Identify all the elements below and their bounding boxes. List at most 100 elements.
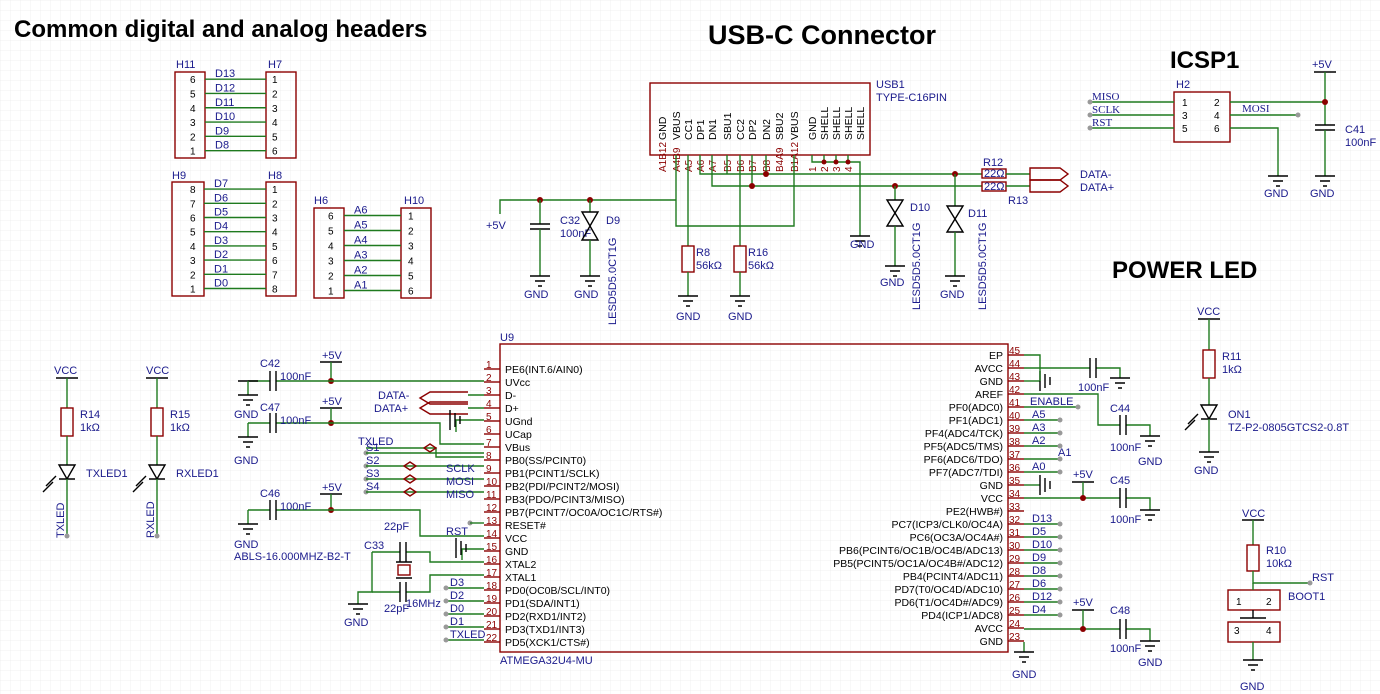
mcu-pin-name: GND	[980, 480, 1004, 492]
h2-ref: H2	[1176, 79, 1190, 91]
mcu-pin-name: PB5(PCINT5/OC1A/OC4B#/ADC12)	[833, 558, 1003, 570]
mcu-plus5v-3: +5V	[322, 482, 343, 494]
mcu-pin-number: 24	[1009, 619, 1021, 630]
header-net-label: A2	[354, 265, 367, 277]
svg-text:1: 1	[1236, 597, 1242, 608]
c41-val: 100nF	[1345, 137, 1376, 149]
header-net-label: A3	[354, 250, 367, 262]
usb-gnd-1: GND	[524, 289, 549, 301]
mcu-gnd-23: GND	[1012, 669, 1037, 681]
mcu-pd-net: D2	[450, 590, 464, 602]
header-pin-num: 1	[272, 185, 278, 196]
txled-net: TXLED	[55, 502, 67, 538]
svg-text:2: 2	[1266, 597, 1272, 608]
usb-pin-name: SHELL	[831, 107, 843, 140]
boot-button: VCC RST R10 10kΩ 1 2 BOOT1 3 4 GND	[1227, 508, 1334, 693]
svg-text:2: 2	[1214, 98, 1220, 109]
header-pin-num: 4	[190, 104, 196, 115]
r14-ref: R14	[80, 409, 100, 421]
header-pin-num: 4	[328, 242, 334, 253]
power-led-gnd: GND	[1194, 465, 1219, 477]
usb-plus5v-label: +5V	[486, 220, 507, 232]
mcu-pin-number: 27	[1009, 580, 1021, 591]
header-pin-num: 6	[190, 75, 196, 86]
h7-body	[265, 71, 297, 159]
power-led-vcc: VCC	[1197, 306, 1220, 318]
header-pin-num: 3	[328, 257, 334, 268]
c32-val: 100nF	[560, 228, 591, 240]
mcu-right-net-label: A2	[1032, 435, 1045, 447]
usb-pin-name: CC1	[683, 119, 695, 140]
mcu-pin-number: 35	[1009, 476, 1021, 487]
mcu-gnd-c46: GND	[234, 539, 259, 551]
header-pin-num: 3	[408, 242, 414, 253]
mcu-net-txled-top: TXLED	[358, 436, 394, 448]
mcu-right-net-label: ENABLE	[1030, 396, 1073, 408]
mcu-pd-net: D0	[450, 603, 464, 615]
mcu-pin-number: 28	[1009, 567, 1021, 578]
mcu-pin-number: 12	[486, 503, 498, 514]
power-led: VCC GND R11 1kΩ ON1 TZ-P2-0805GTCS2-0.8T	[1184, 306, 1349, 477]
c44-ref: C44	[1110, 403, 1130, 415]
header-net-label: D2	[214, 249, 228, 261]
mcu-pin-name: PB1(PCINT1/SCLK)	[505, 468, 600, 480]
header-pin-num: 2	[190, 132, 196, 143]
header-net-label: D4	[214, 221, 228, 233]
mcu-pin-name: AREF	[975, 389, 1003, 401]
header-pin-num: 2	[408, 227, 414, 238]
header-pin-num: 4	[190, 242, 196, 253]
usb-pin-name: GND	[657, 116, 669, 140]
c41-ref: C41	[1345, 124, 1365, 136]
icsp-sclk-net: SCLK	[1092, 104, 1120, 116]
c32-ref: C32	[560, 215, 580, 227]
header-pin-num: 4	[408, 257, 414, 268]
crystal-part: ABLS-16.000MHZ-B2-T	[234, 551, 351, 563]
usb-pin-name: DN2	[761, 119, 773, 140]
svg-text:6: 6	[1214, 124, 1220, 135]
usb-part: TYPE-C16PIN	[876, 92, 947, 104]
txled1-ref: TXLED1	[86, 468, 128, 480]
svg-text:5: 5	[1182, 124, 1188, 135]
header-pin-num: 5	[408, 272, 414, 283]
usb-pin-name: SHELL	[855, 107, 867, 140]
mcu-pin-name: XTAL2	[505, 559, 536, 571]
mcu-pin-number: 29	[1009, 554, 1021, 565]
header-net-label: D5	[214, 207, 228, 219]
usb-pin-number: 2	[820, 166, 831, 172]
mcu-pin-number: 26	[1009, 593, 1021, 604]
header-pin-num: 8	[190, 185, 196, 196]
mcu-pin-name: D-	[505, 390, 517, 402]
header-pin-num: 2	[328, 272, 334, 283]
mcu-pin-name: PF1(ADC1)	[949, 415, 1003, 427]
icsp-section-title: ICSP1	[1170, 47, 1239, 74]
usb-pin-number: A5	[684, 159, 695, 172]
mcu-right-net-label: D6	[1032, 578, 1046, 590]
rxled-net: RXLED	[145, 501, 157, 538]
usb-pin-number: B1A12	[790, 142, 801, 172]
mcu-pin-name: XTAL1	[505, 572, 536, 584]
header-net-label: D0	[214, 278, 228, 290]
d9-part: LESD5D5.0CT1G	[607, 238, 619, 325]
c47-ref: C47	[260, 402, 280, 414]
mcu-pin-name: PD0(OC0B/SCL/INT0)	[505, 585, 610, 597]
header-pin-num: 6	[190, 214, 196, 225]
mcu-pin-number: 34	[1009, 489, 1021, 500]
mcu-pin-name: UGnd	[505, 416, 533, 428]
r13-val: 22Ω	[984, 181, 1004, 193]
mcu-right-net-label: D12	[1032, 591, 1052, 603]
u9-part: ATMEGA32U4-MU	[500, 655, 593, 667]
usb-pin-number: A1B12	[658, 142, 669, 172]
icsp-gnd-2: GND	[1310, 188, 1335, 200]
mcu-pin-number: 44	[1009, 359, 1021, 370]
h6-ref: H6	[314, 195, 328, 207]
mcu-pin-name: PB7(PCINT7/OC0A/OC1C/RTS#)	[505, 507, 662, 519]
r11-ref: R11	[1222, 351, 1241, 363]
header-net-label: D1	[214, 263, 228, 275]
d9-ref: D9	[606, 215, 620, 227]
boot-gnd: GND	[1240, 681, 1265, 693]
header-pin-num: 7	[190, 199, 196, 210]
